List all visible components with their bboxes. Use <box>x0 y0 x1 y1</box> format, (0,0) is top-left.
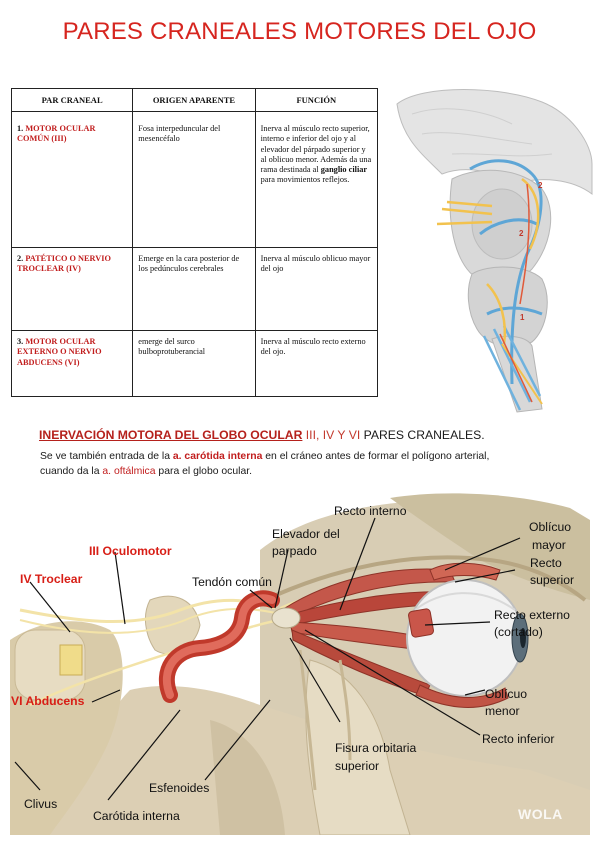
figure-number-label: 2 <box>519 229 524 238</box>
table-header-row: PAR CRANEAL ORIGEN APARENTE FUNCIÓN <box>10 87 379 113</box>
header-funcion: FUNCIÓN <box>254 87 379 113</box>
function-bold-text: ganglio ciliar <box>320 165 368 175</box>
label-esfenoides: Esfenoides <box>149 781 210 795</box>
text: para el globo ocular. <box>155 466 253 477</box>
label-recto-superior-2: superior <box>530 573 575 587</box>
header-origen-aparente: ORIGEN APARENTE <box>132 87 256 113</box>
figure-number-label: 2 <box>538 181 543 190</box>
table-row: 1. MOTOR OCULAR COMÚN (III) Fosa interpe… <box>10 111 379 249</box>
text: en el cráneo antes de formar el polígono… <box>262 451 490 462</box>
function-cell: Inerva al músculo recto superior, intern… <box>254 111 379 249</box>
label-clivus: Clivus <box>24 797 58 811</box>
row-number: 1. <box>17 124 24 134</box>
label-recto-externo-1: Recto externo <box>494 608 570 622</box>
cranial-nerve-table: PAR CRANEAL ORIGEN APARENTE FUNCIÓN 1. M… <box>10 87 379 398</box>
heading-underlined: INERVACIÓN MOTORA DEL GLOBO OCULAR <box>39 428 303 442</box>
label-oblicuo-menor-2: menor <box>485 704 520 718</box>
page-title: PARES CRANEALES MOTORES DEL OJO <box>62 18 537 45</box>
figure-number-label: 1 <box>520 313 525 322</box>
paragraph-line-2: cuando da la a. oftálmica para el globo … <box>40 466 252 477</box>
text: Se ve también entrada de la <box>40 451 173 462</box>
label-oblicuo-mayor-2: mayor <box>532 538 566 552</box>
paragraph-line-1: Se ve también entrada de la a. carótida … <box>40 451 489 462</box>
label-elevador-1: Elevador del <box>272 527 340 541</box>
label-troclear: IV Troclear <box>20 572 83 586</box>
table-row: 2. PATÉTICO O NERVIO TROCLEAR (IV) Emerg… <box>10 247 379 332</box>
function-cell: Inerva al músculo recto externo del ojo. <box>254 330 379 398</box>
heading-red: III, IV Y VI <box>302 428 361 442</box>
label-recto-inferior: Recto inferior <box>482 732 555 746</box>
row-number: 2. <box>17 254 24 264</box>
heading-rest: PARES CRANEALES. <box>360 428 485 442</box>
label-fisura-2: superior <box>335 759 380 773</box>
section-heading: INERVACIÓN MOTORA DEL GLOBO OCULAR III, … <box>39 428 485 442</box>
nerve-name: MOTOR OCULAR COMÚN (III) <box>17 124 96 144</box>
label-oblicuo-mayor-1: Oblícuo <box>529 520 572 534</box>
label-recto-interno: Recto interno <box>334 504 407 518</box>
label-abducens: VI Abducens <box>11 694 85 708</box>
label-fisura-1: Fisura orbitaria <box>335 741 417 755</box>
label-tendon-comun: Tendón común <box>192 575 272 589</box>
watermark-logo: WOLA <box>518 806 563 822</box>
label-oculomotor: III Oculomotor <box>89 544 172 558</box>
nerve-name-cell: 2. PATÉTICO O NERVIO TROCLEAR (IV) <box>10 247 134 332</box>
ophthalmic-term: a. oftálmica <box>102 466 156 477</box>
nerve-name-cell: 1. MOTOR OCULAR COMÚN (III) <box>10 111 134 249</box>
carotid-term: a. carótida interna <box>172 451 263 462</box>
function-tail-text: para movimientos reflejos. <box>260 175 350 185</box>
label-recto-externo-2: (cortado) <box>494 625 543 639</box>
header-par-craneal: PAR CRANEAL <box>10 87 134 113</box>
orbit-anatomy-illustration <box>10 490 590 835</box>
row-number: 3. <box>17 337 24 347</box>
origin-cell: emerge del surco bulboprotuberancial <box>132 330 256 398</box>
function-cell: Inerva al músculo oblicuo mayor del ojo <box>254 247 379 332</box>
nerve-name-cell: 3. MOTOR OCULAR EXTERNO O NERVIO ABDUCEN… <box>10 330 134 398</box>
text: cuando da la <box>40 466 103 477</box>
label-oblicuo-menor-1: Oblícuo <box>485 687 528 701</box>
label-carotida-interna: Carótida interna <box>93 809 180 823</box>
brainstem-illustration: 2 2 1 <box>392 84 594 414</box>
nerve-name: MOTOR OCULAR EXTERNO O NERVIO ABDUCENS (… <box>17 337 102 367</box>
table-row: 3. MOTOR OCULAR EXTERNO O NERVIO ABDUCEN… <box>10 330 379 398</box>
origin-cell: Emerge en la cara posterior de los pedún… <box>132 247 256 332</box>
origin-cell: Fosa interpeduncular del mesencéfalo <box>132 111 256 249</box>
nerve-name: PATÉTICO O NERVIO TROCLEAR (IV) <box>17 254 111 274</box>
label-elevador-2: parpado <box>272 544 317 558</box>
function-text: Inerva al músculo recto superior, intern… <box>260 124 372 175</box>
label-recto-superior-1: Recto <box>530 556 562 570</box>
